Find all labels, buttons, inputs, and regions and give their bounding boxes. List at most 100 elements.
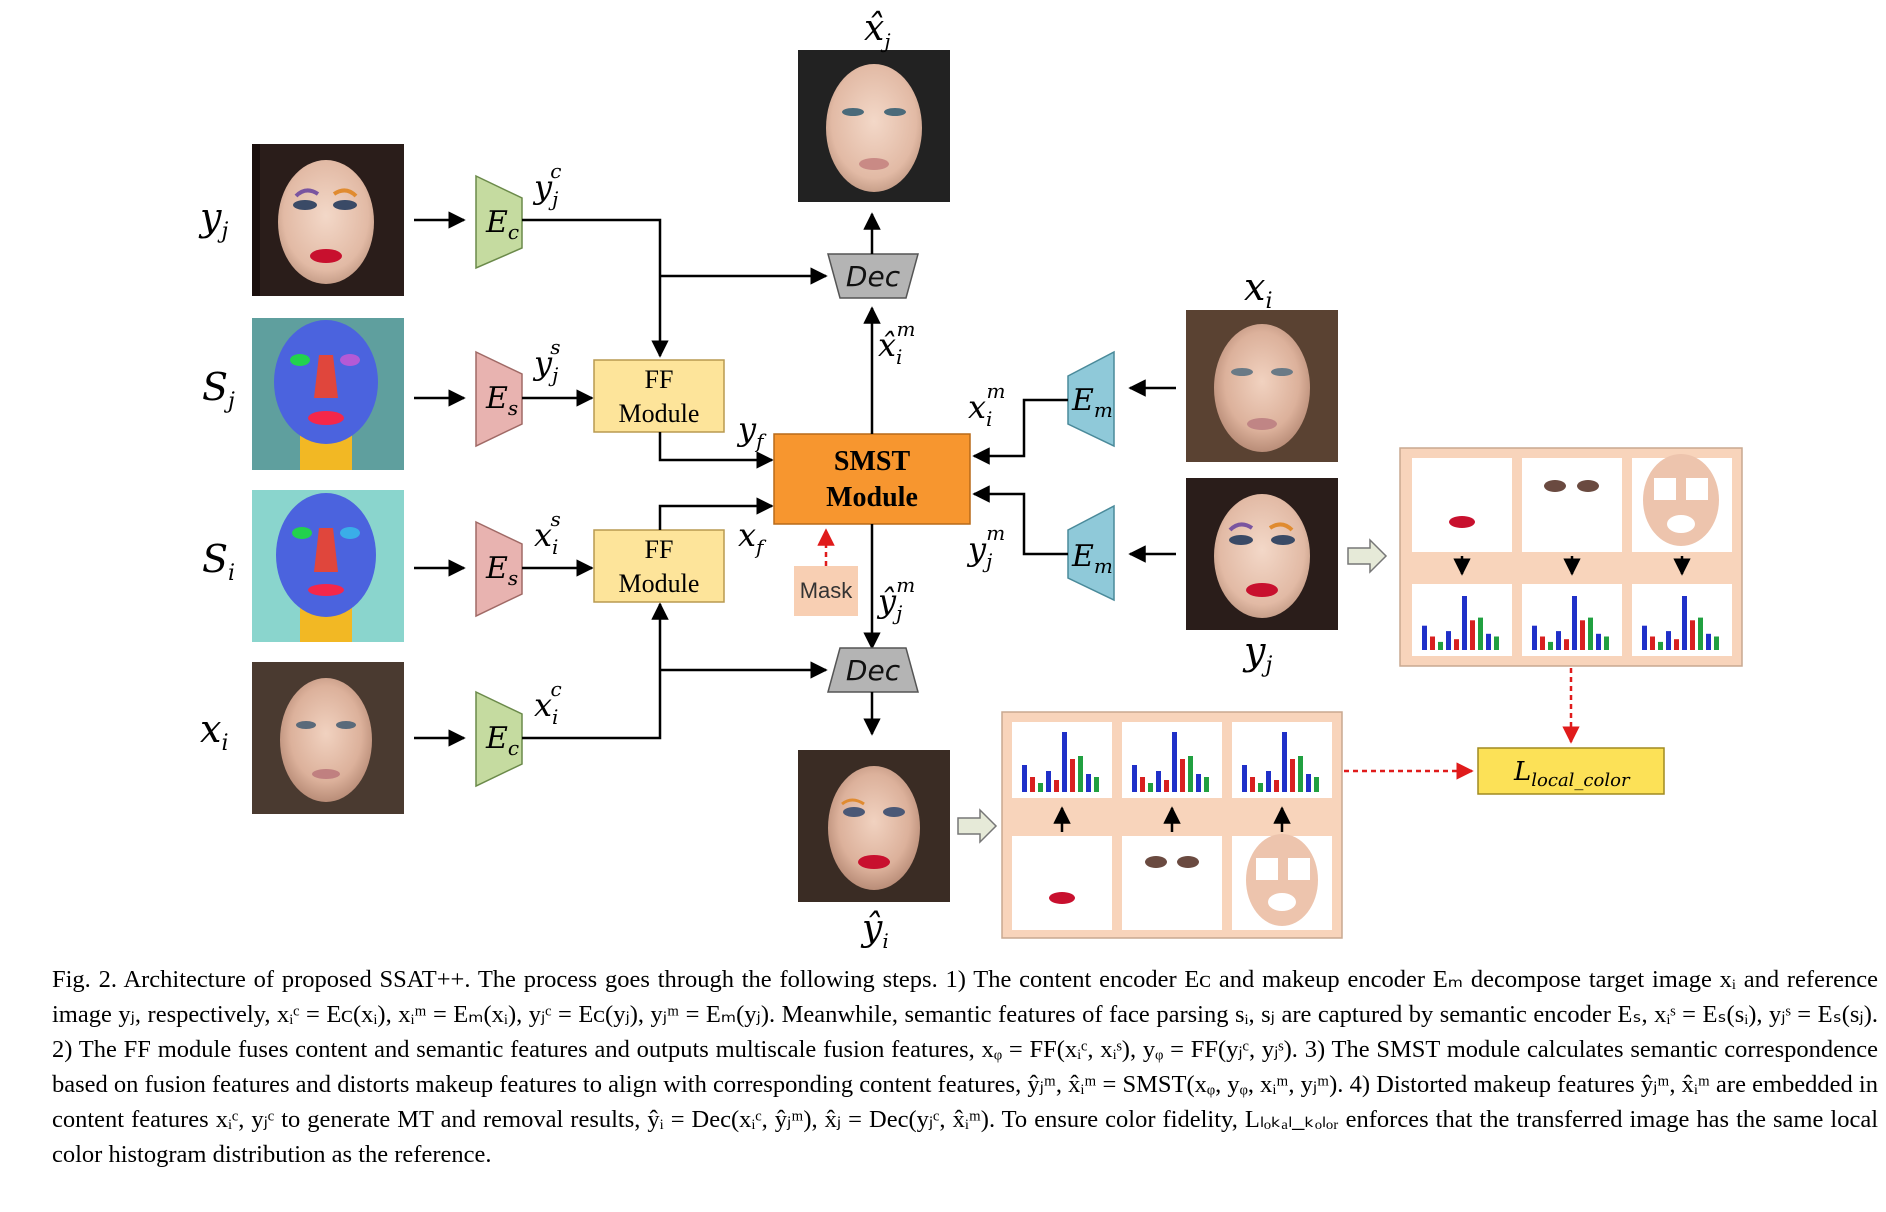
histogram-bar: [1454, 639, 1459, 650]
reference-face-image-yj-right: [1186, 478, 1338, 630]
histogram-bar: [1290, 759, 1295, 792]
histogram-bar: [1690, 620, 1695, 650]
histogram-bar: [1282, 732, 1287, 792]
label-xhat-im: x̂im: [878, 317, 915, 369]
label-si-left: Si: [202, 537, 235, 586]
svg-text:Module: Module: [619, 399, 700, 428]
histogram-bar: [1196, 774, 1201, 792]
label-xf: xf: [738, 516, 767, 559]
svg-text:Module: Module: [619, 569, 700, 598]
histogram-bar: [1140, 777, 1145, 792]
histogram-bar: [1266, 771, 1271, 792]
label-yhat-jm: ŷjm: [876, 573, 915, 625]
smst-module: SMST Module: [773, 433, 971, 525]
label-yj-right: yj: [1242, 629, 1272, 678]
reference-face-image-yj: [252, 144, 404, 296]
makeup-encoder-em-bottom: Em: [1067, 504, 1115, 602]
histogram-bar: [1274, 780, 1279, 792]
histogram-bar: [1580, 620, 1585, 650]
label-xhat-j: x̂j: [864, 8, 891, 53]
histogram-bar: [1156, 771, 1161, 792]
histogram-bar: [1188, 756, 1193, 792]
transfer-result-image-yhat-i: [798, 750, 950, 902]
histogram-bar: [1494, 636, 1499, 650]
label-xi-left: xi: [200, 707, 228, 756]
semantic-encoder-es-bottom: Es: [475, 520, 523, 618]
svg-text:Em: Em: [1071, 383, 1113, 422]
histogram-bar: [1682, 596, 1687, 650]
histogram-bar: [1022, 765, 1027, 792]
histogram-bar: [1706, 633, 1711, 650]
label-yj-left: yj: [198, 195, 228, 244]
histogram-bar: [1258, 783, 1263, 792]
svg-text:Llocal_color: Llocal_color: [1513, 757, 1631, 791]
histogram-bar: [1714, 636, 1719, 650]
label-yhat-i: ŷi: [860, 908, 889, 953]
histogram-bar: [1172, 732, 1177, 792]
histogram-bar: [1596, 633, 1601, 650]
target-face-image-xi: [252, 662, 404, 814]
svg-text:Module: Module: [826, 482, 918, 513]
histogram-bar: [1164, 780, 1169, 792]
histogram-bar: [1486, 633, 1491, 650]
histogram-bar: [1548, 641, 1553, 650]
histogram-bar: [1430, 636, 1435, 650]
decoder-top: Dec: [827, 253, 919, 299]
svg-text:Mask: Mask: [800, 578, 854, 603]
label-xis: xis: [534, 507, 561, 559]
reference-histograms: [1422, 596, 1719, 650]
histogram-bar: [1204, 777, 1209, 792]
histogram-bar: [1046, 771, 1051, 792]
svg-text:Es: Es: [485, 381, 518, 420]
svg-text:FF: FF: [645, 535, 674, 564]
histogram-bar: [1556, 631, 1561, 650]
histogram-bar: [1532, 625, 1537, 650]
result-histograms: [1022, 732, 1319, 792]
histogram-bar: [1604, 636, 1609, 650]
ff-module-bottom: FF Module: [593, 529, 725, 603]
caption-text: Fig. 2. Architecture of proposed SSAT++.…: [52, 966, 1878, 1168]
target-face-image-xi-right: [1186, 310, 1338, 462]
histogram-bar: [1446, 631, 1451, 650]
label-xic: xic: [534, 677, 562, 729]
architecture-diagram: yj Sj Si xi Ec Es Es Ec yjc yjs xis xic …: [198, 8, 1743, 953]
histogram-bar: [1062, 732, 1067, 792]
label-yf: yf: [736, 410, 767, 453]
makeup-encoder-em-top: Em: [1067, 350, 1115, 448]
histogram-bar: [1306, 774, 1311, 792]
histogram-bar: [1588, 617, 1593, 650]
histogram-bar: [1572, 596, 1577, 650]
semantic-map-image-sj: [252, 318, 404, 470]
content-encoder-ec-top: Ec: [475, 174, 523, 270]
histogram-bar: [1462, 596, 1467, 650]
histogram-bar: [1478, 617, 1483, 650]
label-sj-left: Sj: [202, 365, 235, 414]
histogram-bar: [1564, 639, 1569, 650]
label-yjc: yjc: [532, 159, 561, 211]
svg-text:Dec: Dec: [846, 654, 901, 687]
histogram-bar: [1314, 777, 1319, 792]
histogram-bar: [1250, 777, 1255, 792]
histogram-bar: [1070, 759, 1075, 792]
svg-text:Ec: Ec: [485, 721, 519, 760]
label-yjm: yjm: [966, 521, 1005, 573]
histogram-bar: [1674, 639, 1679, 650]
svg-text:SMST: SMST: [834, 446, 911, 477]
histogram-bar: [1642, 625, 1647, 650]
svg-text:Ec: Ec: [485, 205, 519, 244]
histogram-bar: [1086, 774, 1091, 792]
histogram-bar: [1698, 617, 1703, 650]
histogram-bar: [1038, 783, 1043, 792]
histogram-bar: [1438, 641, 1443, 650]
removal-result-image-xhat-j: [798, 50, 950, 202]
histogram-bar: [1078, 756, 1083, 792]
figure-caption: Fig. 2. Architecture of proposed SSAT++.…: [52, 962, 1878, 1172]
histogram-bar: [1470, 620, 1475, 650]
semantic-map-image-si: [252, 490, 404, 642]
histogram-bar: [1242, 765, 1247, 792]
ff-module-top: FF Module: [593, 359, 725, 433]
semantic-encoder-es-top: Es: [475, 350, 523, 448]
svg-text:Em: Em: [1071, 539, 1113, 578]
svg-text:FF: FF: [645, 365, 674, 394]
mask-box: Mask: [794, 566, 858, 616]
